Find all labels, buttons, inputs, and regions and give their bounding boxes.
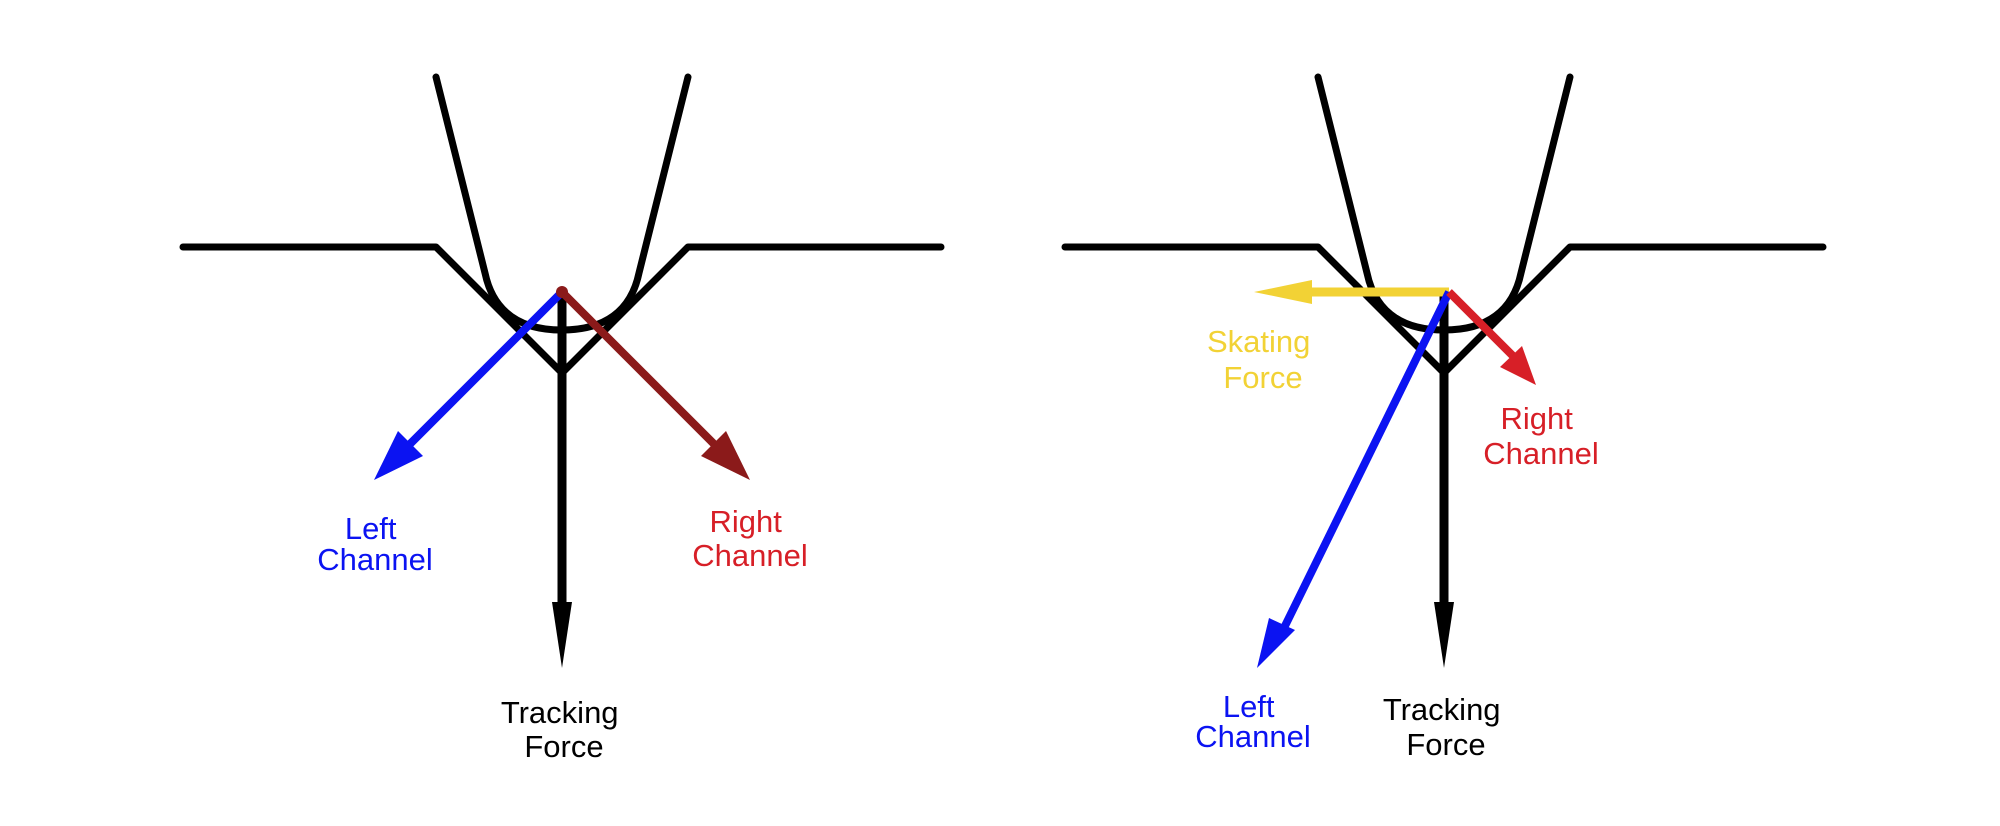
left-channel-label-line1: Left	[1223, 689, 1275, 724]
left-channel-arrow	[407, 289, 565, 447]
left-channel-label: Left Channel	[317, 511, 432, 577]
right-channel-arrowhead	[1500, 346, 1536, 385]
panel-skating-forces: Skating Force Right Channel Left Channel…	[1061, 73, 1827, 762]
tracking-force-label-line1: Tracking	[501, 695, 619, 730]
right-channel-label-line1: Right	[710, 504, 783, 539]
tracking-force-label-line1: Tracking	[1383, 692, 1501, 727]
tracking-force-label-line2: Force	[524, 729, 603, 764]
left-channel-arrow	[1279, 290, 1453, 632]
skating-force-label-line2: Force	[1223, 360, 1302, 395]
right-channel-label-line2: Channel	[692, 538, 807, 573]
contact-point	[556, 286, 568, 298]
right-channel-label: Right Channel	[1483, 401, 1598, 471]
right-channel-label: Right Channel	[692, 504, 807, 573]
right-channel-arrowhead	[701, 431, 750, 480]
right-channel-label-line2: Channel	[1483, 436, 1598, 471]
left-channel-label-line2: Channel	[1195, 719, 1310, 754]
skating-force-label: Skating Force	[1207, 324, 1319, 395]
left-channel-arrowhead	[1257, 618, 1295, 668]
right-channel-arrow	[1446, 289, 1521, 364]
right-channel-arrow	[559, 289, 717, 447]
left-channel-arrowhead	[374, 431, 423, 480]
right-channel-label-line1: Right	[1501, 401, 1574, 436]
tracking-force-label: Tracking Force	[501, 695, 627, 764]
left-channel-label: Left Channel	[1195, 689, 1310, 754]
left-channel-label-line2: Channel	[317, 542, 432, 577]
panel-balanced-forces: Left Channel Right Channel Tracking Forc…	[179, 73, 945, 764]
tracking-force-label-line2: Force	[1406, 727, 1485, 762]
tracking-force-arrowhead	[552, 602, 572, 668]
tracking-force-label: Tracking Force	[1383, 692, 1509, 762]
left-channel-label-line1: Left	[345, 511, 397, 546]
skating-force-label-line1: Skating	[1207, 324, 1310, 359]
skating-force-arrowhead	[1254, 280, 1312, 304]
tracking-force-arrowhead	[1434, 602, 1454, 668]
